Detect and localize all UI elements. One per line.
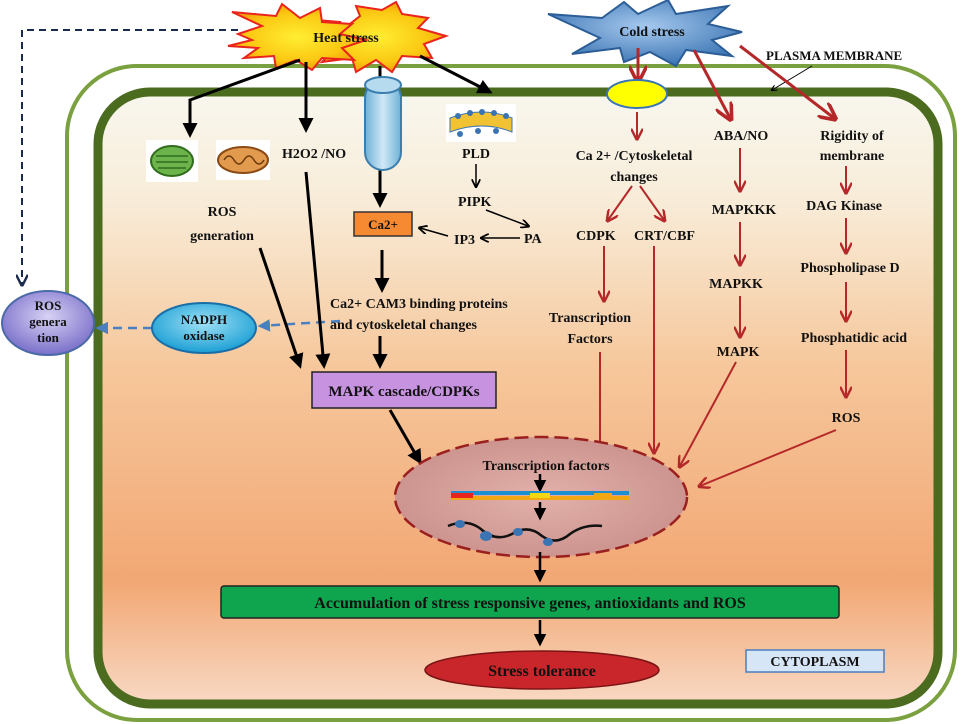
mapk-input-arrows <box>258 171 422 465</box>
stress-tolerance-ellipse <box>424 650 660 690</box>
stress-tolerance-label: Stress tolerance <box>488 663 596 680</box>
ros-outer-line3: tion <box>37 330 59 345</box>
ca2-box <box>353 211 413 237</box>
cytoplasm-area <box>93 87 943 709</box>
ros-generation-outer-ellipse <box>1 290 95 356</box>
rigidity-line2: membrane <box>820 149 885 164</box>
membrane-lipid-icon <box>446 104 516 142</box>
ca-to-crt-arrow <box>639 185 664 220</box>
cold-to-rigidity-arrow <box>739 44 834 118</box>
cold-stress-star: Cold stress <box>547 0 743 68</box>
dag-kinase-label: DAG Kinase <box>806 199 882 214</box>
nadph-oxidase-ellipse <box>151 302 257 354</box>
mapkk-label: MAPKK <box>709 277 763 292</box>
tf-left-line2: Factors <box>567 332 613 347</box>
cytoplasm-label-box <box>745 649 885 673</box>
pipk-label: PIPK <box>458 195 492 210</box>
ros-outer-line1: ROS <box>35 298 62 313</box>
h2o2-no-label: H2O2 /NO <box>282 147 346 162</box>
chloroplast-icon <box>146 140 198 182</box>
phosphatidic-acid-label: Phosphatidic acid <box>801 331 907 346</box>
aba-no-label: ABA/NO <box>714 129 769 144</box>
heat-stress-star: Heat stress <box>227 0 450 74</box>
accumulation-box <box>220 585 840 619</box>
cytoplasm-label: CYTOPLASM <box>770 655 859 670</box>
ros-outer-line2: genera <box>29 314 67 329</box>
calcium-channel-ellipse <box>606 79 668 109</box>
mapkkk-label: MAPKKK <box>712 203 777 218</box>
ros-inner-line2: generation <box>190 229 254 244</box>
cold-to-aba-arrow <box>692 49 730 118</box>
pipk-to-pa-arrow <box>485 209 528 226</box>
ca2-label: Ca2+ <box>368 217 398 232</box>
ros-label: ROS <box>832 411 861 426</box>
nadph-line1: NADPH <box>181 312 227 327</box>
tf-left-line1: Transcription <box>549 311 631 326</box>
mitochondrion-icon <box>216 140 270 180</box>
nadph-line2: oxidase <box>183 328 224 343</box>
ros-to-nucleus-arrow <box>700 429 837 486</box>
ion-channel-icon <box>364 76 402 171</box>
tf-nucleus-label: Transcription factors <box>483 459 610 474</box>
phospholipase-label: Phospholipase D <box>800 261 899 276</box>
cam3-line1: Ca2+ CAM3 binding proteins <box>330 297 508 312</box>
cdpk-label: CDPK <box>576 229 616 244</box>
ip3-label: IP3 <box>454 233 475 248</box>
plasma-membrane-pointer <box>772 65 813 90</box>
heat-stress-label: Heat stress <box>313 31 379 46</box>
cold-stress-label: Cold stress <box>619 25 685 40</box>
mapk-label: MAPK <box>717 345 760 360</box>
accumulation-label: Accumulation of stress responsive genes,… <box>314 595 746 612</box>
mapk-to-nucleus-arrow <box>680 361 737 466</box>
pa-label: PA <box>524 232 543 247</box>
dna-strand-icon <box>451 491 629 500</box>
pld-label: PLD <box>462 147 490 162</box>
crt-cbf-label: CRT/CBF <box>634 229 695 244</box>
ros-inner-line1: ROS <box>208 205 237 220</box>
mapk-cdpk-label: MAPK cascade/CDPKs <box>328 384 479 400</box>
heat-to-ros-dashed-arrow <box>22 29 238 284</box>
ca-to-cdpk-arrow <box>608 185 633 220</box>
ip3-to-ca-arrow <box>420 228 449 237</box>
plasma-membrane-label: PLASMA MEMBRANE <box>766 48 902 63</box>
rigidity-line1: Rigidity of <box>820 129 884 144</box>
ca-cyto-line2: changes <box>610 170 658 185</box>
cam3-to-nadph-dashed-arrow <box>257 319 341 332</box>
ca-cyto-line1: Ca 2+ /Cytoskeletal <box>576 149 693 164</box>
mapk-cdpk-box <box>311 371 497 409</box>
protein-chain-icon <box>447 520 603 546</box>
cam3-line2: and cytoskeletal changes <box>330 318 478 333</box>
